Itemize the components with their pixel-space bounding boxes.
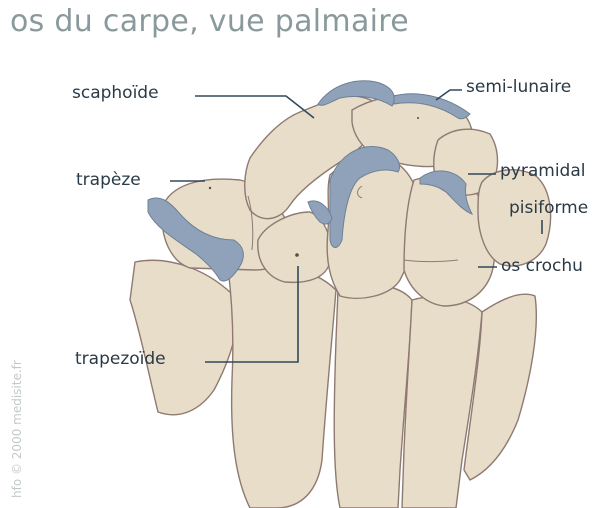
metacarpal-1 (130, 260, 238, 414)
label-trapezoide: trapezoïde (75, 349, 166, 369)
label-pisiforme: pisiforme (509, 198, 588, 218)
metacarpal-3 (334, 285, 412, 508)
label-pyramidal: pyramidal (500, 161, 585, 181)
label-semi-lunaire: semi-lunaire (466, 77, 571, 97)
label-trapeze: trapèze (76, 170, 141, 190)
metacarpal-2 (228, 266, 336, 508)
label-scaphoide: scaphoïde (72, 83, 159, 103)
label-os-crochu: os crochu (501, 256, 583, 276)
